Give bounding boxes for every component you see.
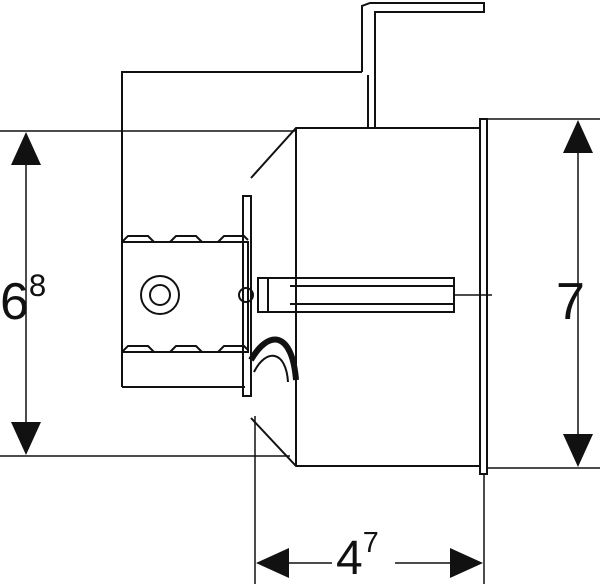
dimension-label-height-left: 68 [0,270,46,331]
right-arrow-bottom [563,434,593,467]
dimension-value-right: 7 [556,273,585,331]
top-bracket [361,2,485,128]
mounting-plate [242,195,252,397]
bottom-arrow-left [256,548,289,578]
dimension-superscript-bottom: 7 [362,527,379,560]
front-flange [479,118,488,475]
dimension-superscript-left: 8 [28,267,47,303]
main-body [250,127,481,467]
dimension-label-depth: 47 [336,529,379,585]
screw-head-outer [140,275,180,315]
clamp-block [121,241,249,353]
right-arrow-top [563,120,593,153]
dimension-value-bottom: 4 [336,532,363,585]
cable-curve-inner [253,354,289,383]
bottom-arrow-right [450,548,483,578]
cable-curve [248,336,299,381]
spindle [257,277,455,313]
rear-housing [121,71,369,387]
screw-head-inner [149,284,171,306]
clamp-teeth-bottom [121,345,249,353]
dimension-label-height-right: 7 [556,276,585,328]
clamp-teeth-top [121,235,249,243]
left-arrow-bottom [11,422,41,455]
spindle-nut [238,287,254,303]
dimension-value-left: 6 [0,273,29,331]
left-arrow-top [11,132,41,165]
